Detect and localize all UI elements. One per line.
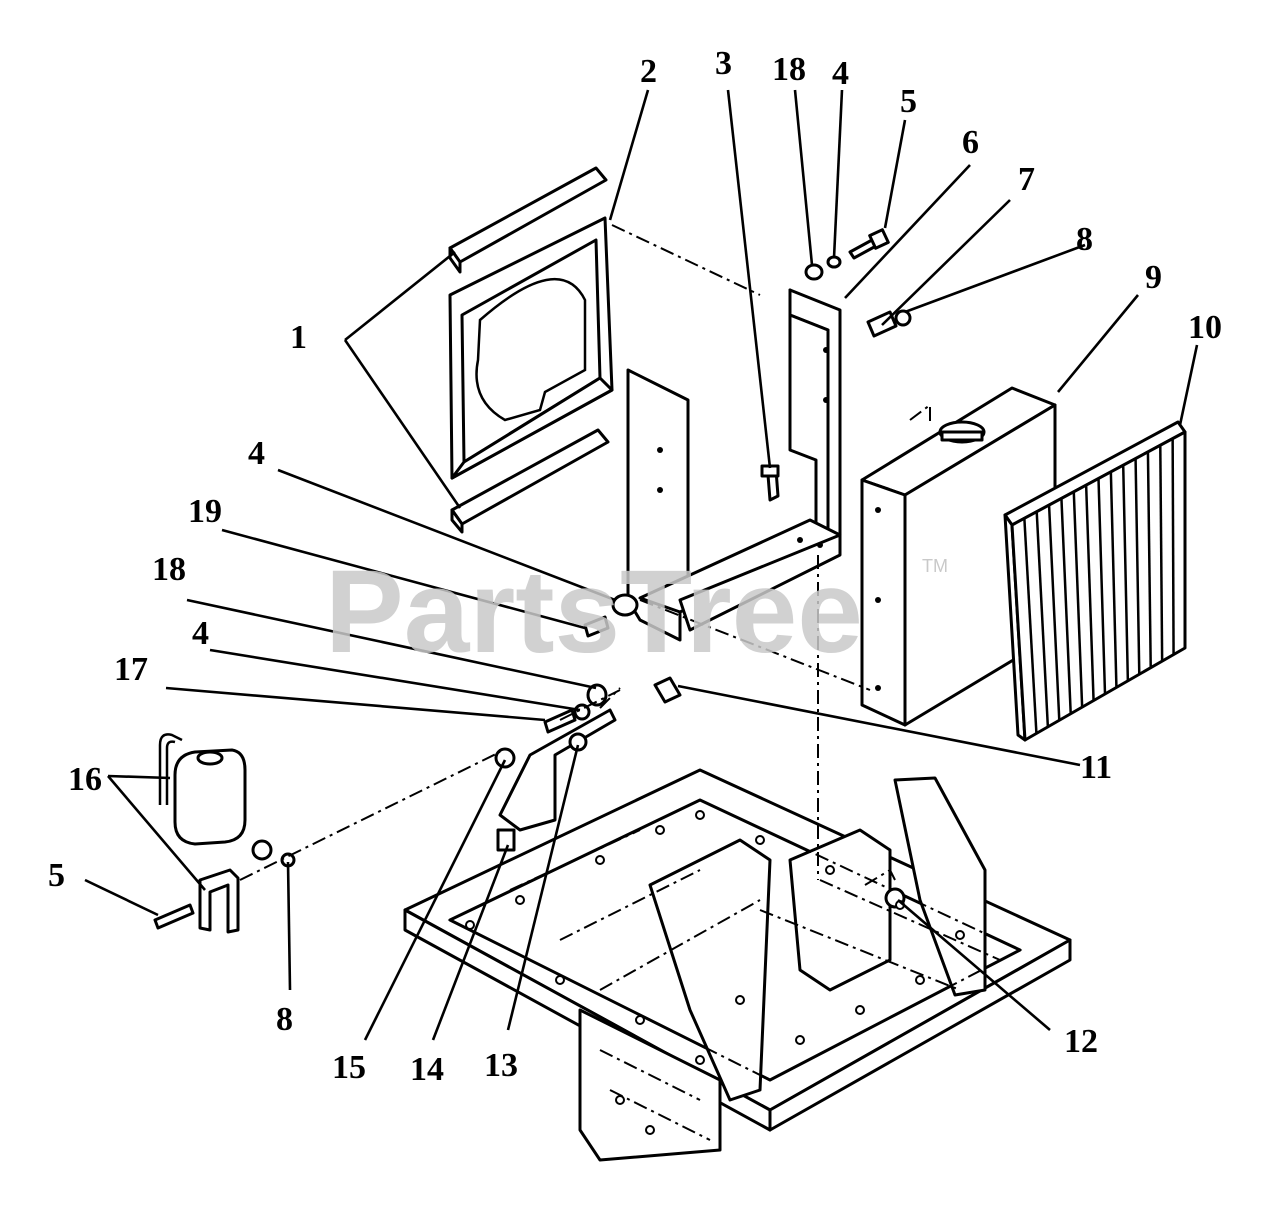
frame-rivet — [955, 930, 965, 940]
callout-8: 8 — [276, 1001, 293, 1038]
screen-rib — [1097, 478, 1107, 695]
frame-rivet — [695, 810, 705, 820]
frame-rivet — [655, 825, 665, 835]
callout-4: 4 — [192, 615, 209, 652]
callout-9: 9 — [1145, 259, 1162, 296]
screen-rib — [1023, 518, 1038, 734]
frame-rivet — [645, 1125, 655, 1135]
frame-rivet — [595, 855, 605, 865]
radiator-bracket — [626, 288, 842, 642]
frame-rivet — [615, 1095, 625, 1105]
screen-rib — [1121, 465, 1130, 681]
screen-rib — [1109, 471, 1118, 688]
callout-11: 11 — [1080, 749, 1112, 786]
foam-strip-bottom — [450, 428, 610, 534]
hardware-middle — [494, 593, 682, 852]
callout-10: 10 — [1188, 309, 1222, 346]
callout-1: 1 — [290, 319, 307, 356]
callout-7: 7 — [1018, 161, 1035, 198]
callout-8: 8 — [1076, 221, 1093, 258]
screen-rib — [1159, 445, 1164, 662]
frame-rivet — [755, 835, 765, 845]
leader-lines — [84, 89, 1199, 1041]
watermark-text: PartsTree — [325, 546, 863, 678]
callout-17: 17 — [114, 651, 148, 688]
chassis-frame — [403, 768, 1072, 1162]
screen-rib — [1072, 491, 1084, 708]
callout-5: 5 — [900, 83, 917, 120]
overflow-tank — [153, 733, 296, 934]
fan-shroud — [448, 216, 614, 480]
screen-rib — [1035, 511, 1050, 727]
frame-rivet — [555, 975, 565, 985]
callout-2: 2 — [640, 53, 657, 90]
frame-rivet — [855, 1005, 865, 1015]
watermark: PartsTree TM — [325, 546, 948, 678]
screen-rib — [1146, 451, 1152, 668]
screen-rib — [1047, 505, 1061, 721]
frame-rivet — [635, 1015, 645, 1025]
screen-rib — [1171, 438, 1175, 655]
callout-15: 15 — [332, 1049, 366, 1086]
watermark-trademark: TM — [922, 556, 948, 576]
frame-rivet — [915, 975, 925, 985]
callout-18: 18 — [152, 551, 186, 588]
callout-3: 3 — [715, 45, 732, 82]
callout-16: 16 — [68, 761, 102, 798]
frame-rivet — [515, 895, 525, 905]
assembly-lines — [239, 224, 931, 886]
callout-4: 4 — [248, 435, 265, 472]
callout-13: 13 — [484, 1047, 518, 1084]
callout-14: 14 — [410, 1051, 444, 1088]
callout-6: 6 — [962, 124, 979, 161]
frame-rivet — [735, 995, 745, 1005]
frame-rivet — [695, 1055, 705, 1065]
screen-rib — [1134, 458, 1141, 675]
frame-rivet — [825, 865, 835, 875]
radiator-screen — [1003, 420, 1187, 742]
callout-labels: 1 2 3 18 4 5 6 7 8 9 10 4 19 18 4 17 11 … — [48, 45, 1222, 1088]
frame-rivet — [795, 1035, 805, 1045]
callout-19: 19 — [188, 493, 222, 530]
callout-18: 18 — [772, 51, 806, 88]
screen-rib — [1084, 485, 1095, 701]
screen-rib — [1060, 498, 1072, 714]
callout-5: 5 — [48, 857, 65, 894]
callout-12: 12 — [1064, 1023, 1098, 1060]
frame-rivet — [465, 920, 475, 930]
callout-4: 4 — [832, 55, 849, 92]
